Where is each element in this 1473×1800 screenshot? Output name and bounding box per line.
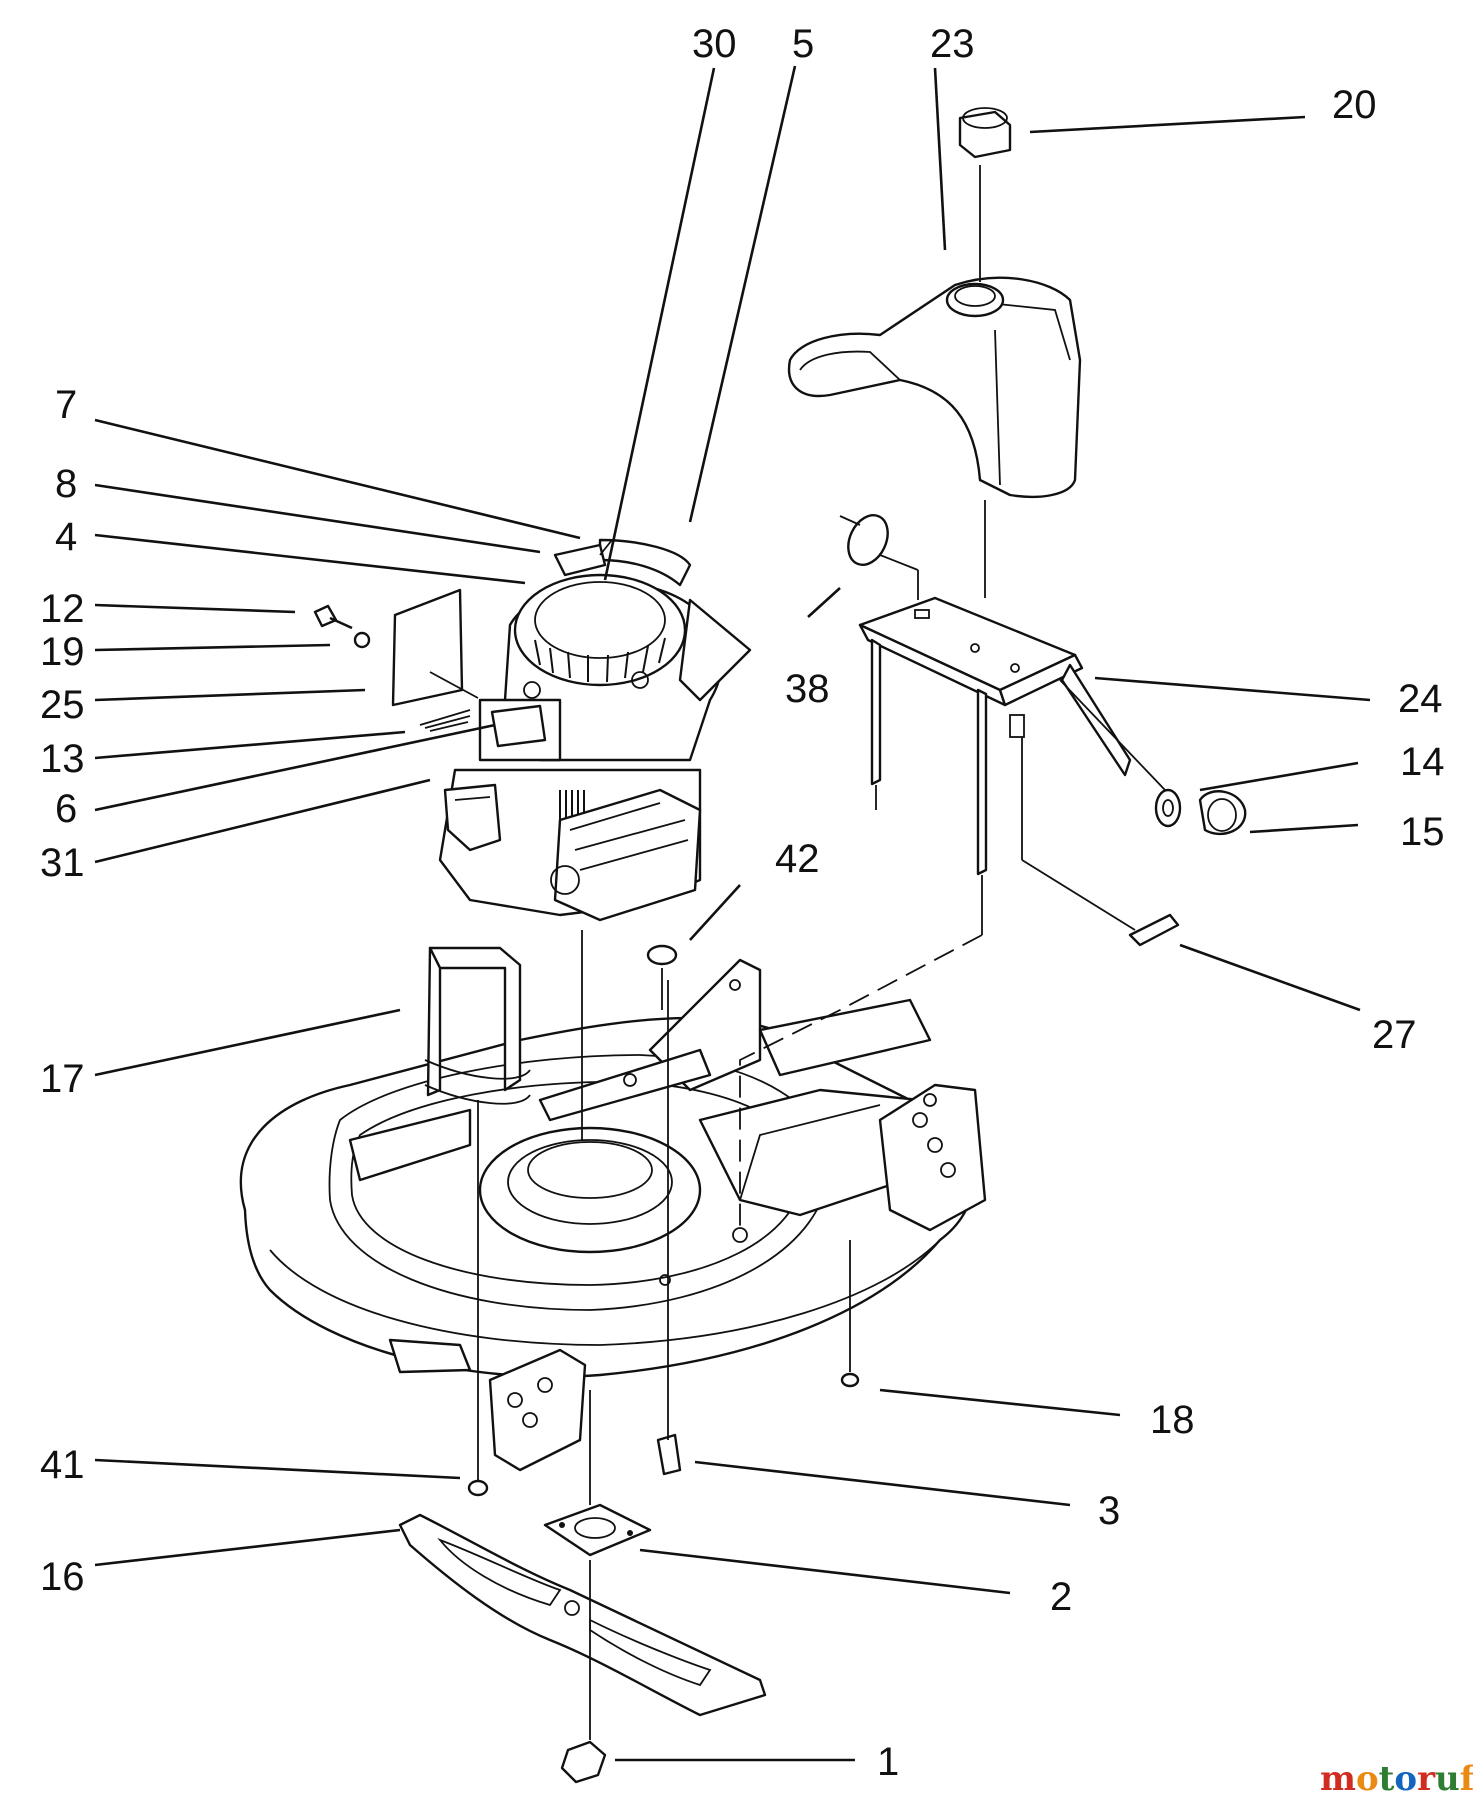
callout-18: 18 bbox=[1150, 1398, 1195, 1442]
tank-bracket bbox=[858, 596, 1132, 876]
leader-lines bbox=[94, 65, 1371, 1762]
callout-23: 23 bbox=[930, 22, 975, 66]
callout-16: 16 bbox=[40, 1555, 85, 1599]
callout-2: 2 bbox=[1050, 1575, 1072, 1619]
fuel-cap bbox=[958, 107, 1012, 159]
nut-42 bbox=[646, 944, 678, 1010]
callout-12: 12 bbox=[40, 587, 85, 631]
callout-14: 14 bbox=[1400, 740, 1445, 784]
callout-7: 7 bbox=[55, 383, 77, 427]
callout-25: 25 bbox=[40, 683, 85, 727]
callout-24: 24 bbox=[1398, 677, 1443, 721]
callout-labels: 30 5 23 20 7 8 4 12 19 25 13 6 31 38 24 … bbox=[40, 22, 1445, 1784]
callout-15: 15 bbox=[1400, 810, 1445, 854]
callout-30: 30 bbox=[692, 22, 737, 66]
blade bbox=[398, 1513, 767, 1717]
hardware bbox=[467, 1372, 860, 1497]
callout-19: 19 bbox=[40, 630, 85, 674]
callout-31: 31 bbox=[40, 841, 85, 885]
callout-38: 38 bbox=[785, 667, 830, 711]
callout-42: 42 bbox=[775, 837, 820, 881]
knob-assembly bbox=[1154, 788, 1247, 836]
starter-ribs bbox=[534, 637, 666, 683]
callout-8: 8 bbox=[55, 462, 77, 506]
callout-13: 13 bbox=[40, 737, 85, 781]
callout-5: 5 bbox=[792, 22, 814, 66]
assembly-lines bbox=[477, 165, 1166, 1740]
callout-41: 41 bbox=[40, 1443, 85, 1487]
callout-3: 3 bbox=[1098, 1489, 1120, 1533]
handle-bracket bbox=[424, 946, 531, 1105]
callout-17: 17 bbox=[40, 1057, 85, 1101]
o-ring bbox=[847, 514, 889, 566]
callout-1: 1 bbox=[877, 1740, 899, 1784]
watermark-logo: motoruf.de bbox=[1320, 1759, 1473, 1799]
svg-text:motoruf.de: motoruf.de bbox=[1320, 1759, 1473, 1799]
callout-20: 20 bbox=[1332, 83, 1377, 127]
callout-6: 6 bbox=[55, 787, 77, 831]
blade-adapter bbox=[543, 1503, 652, 1557]
cable-clip bbox=[1128, 913, 1180, 947]
fuel-tank bbox=[787, 276, 1082, 499]
mower-deck bbox=[239, 958, 987, 1472]
blade-nut bbox=[560, 1740, 607, 1784]
engine bbox=[313, 538, 752, 922]
callout-4: 4 bbox=[55, 515, 77, 559]
callout-27: 27 bbox=[1372, 1013, 1417, 1057]
